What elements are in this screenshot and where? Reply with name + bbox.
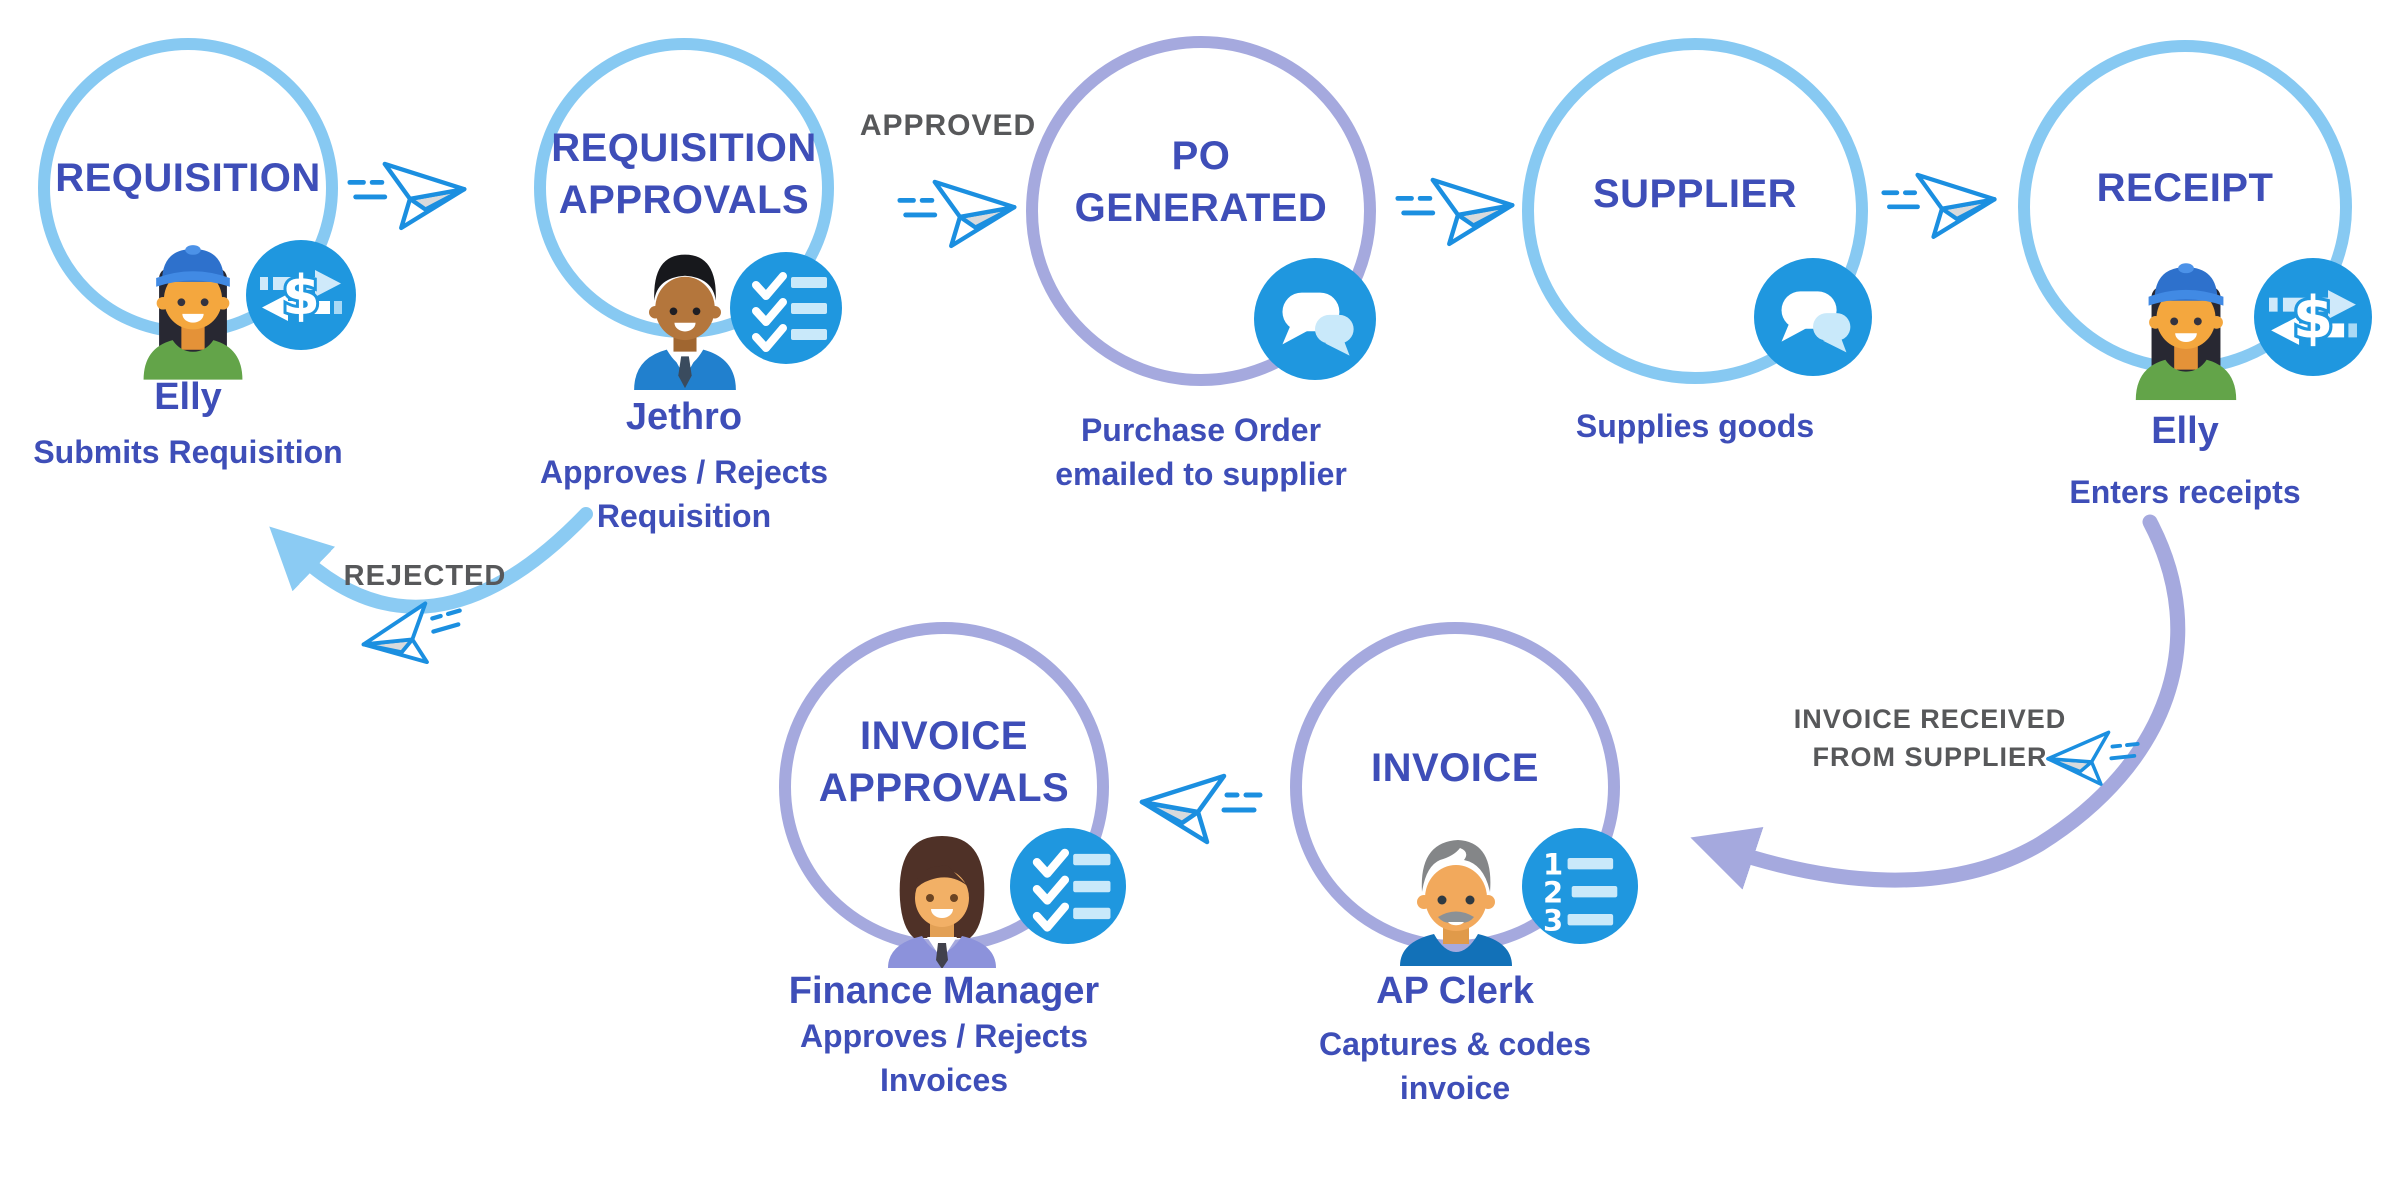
person-name: Jethro (625, 396, 743, 438)
person-action: Submits Requisition (33, 434, 343, 470)
stage-title-supplier: SUPPLIER (1592, 172, 1798, 216)
approved-label: APPROVED (859, 109, 1037, 142)
checklist-icon (1010, 828, 1126, 944)
person-action: Enters receipts (2069, 474, 2301, 510)
person-name: Finance Manager (788, 970, 1100, 1012)
stage-title-invoice: INVOICE (1371, 746, 1539, 790)
avatar-ap-clerk (1386, 806, 1526, 966)
avatar-finance-manager (872, 808, 1012, 968)
money-transfer-icon (2254, 258, 2372, 376)
money-transfer-icon (246, 240, 356, 350)
person-action: Approves / Rejects Requisition (539, 454, 829, 534)
person-name: AP Clerk (1376, 970, 1534, 1012)
stage-title-requisition: REQUISITION (55, 156, 321, 200)
stage-title-receipt: RECEIPT (2096, 166, 2274, 210)
stage-action: Purchase Order emailed to supplier (1055, 412, 1347, 492)
paper-plane-icon (1880, 160, 2002, 248)
person-action: Approves / Rejects Invoices (799, 1018, 1089, 1098)
stage-action: Supplies goods (1575, 408, 1815, 444)
stage-title-po-generated: PO GENERATED (1074, 134, 1328, 230)
paper-plane-icon (896, 168, 1022, 256)
chat-bubbles-icon (1254, 258, 1376, 380)
invoice-received-label: INVOICE RECEIVED FROM SUPPLIER (1793, 704, 2067, 772)
numbered-list-icon (1522, 828, 1638, 944)
avatar-elly (2122, 226, 2250, 402)
paper-plane-icon (1394, 166, 1520, 254)
rejected-label: REJECTED (343, 560, 507, 592)
person-action: Captures & codes invoice (1318, 1026, 1592, 1106)
stage-title-requisition-approvals: REQUISITION APPROVALS (551, 126, 817, 222)
paper-plane-icon (346, 150, 472, 238)
paper-plane-icon (347, 582, 476, 688)
avatar-elly (130, 210, 256, 380)
chat-bubbles-icon (1754, 258, 1872, 376)
stage-title-invoice-approvals: INVOICE APPROVALS (818, 714, 1070, 810)
checklist-icon (730, 252, 842, 364)
person-name: Elly (2151, 410, 2219, 452)
person-name: Elly (154, 376, 222, 418)
paper-plane-icon (1134, 762, 1264, 852)
